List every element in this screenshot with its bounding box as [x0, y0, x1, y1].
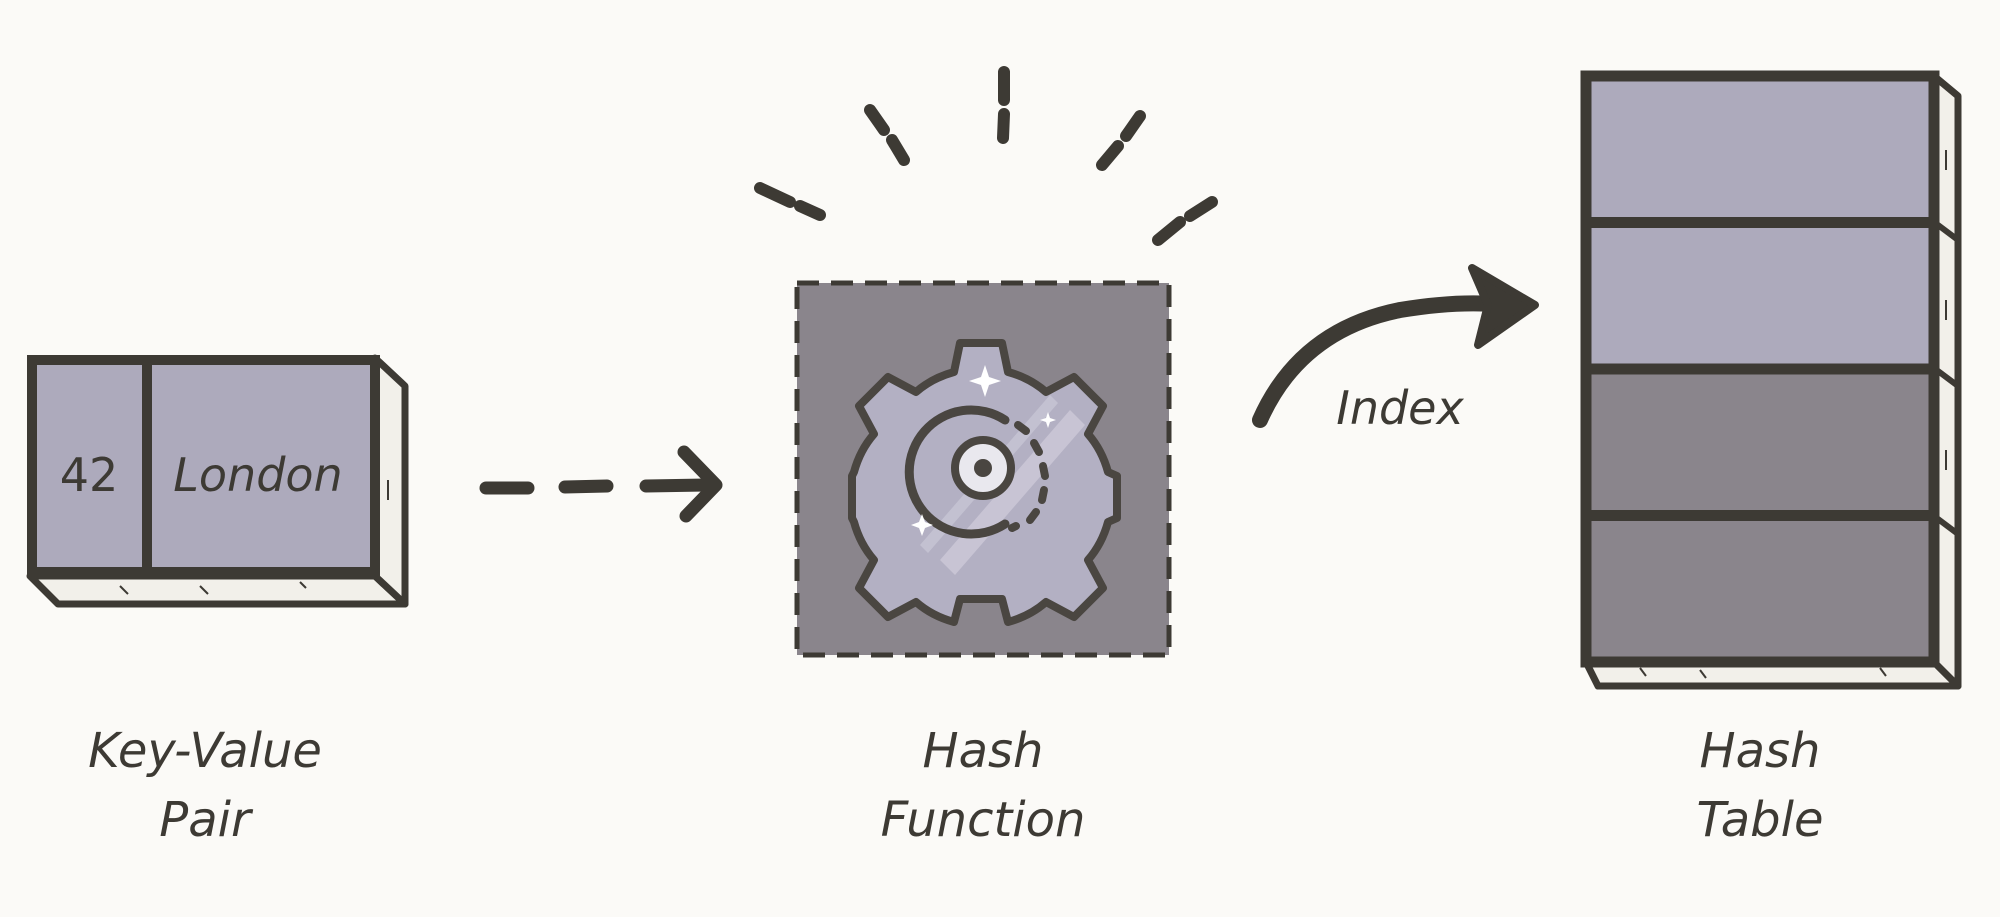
gear-icon-center-dot	[974, 459, 992, 477]
hash-table-slot-4	[1580, 510, 1940, 668]
index-arrow-head	[1468, 264, 1539, 349]
dashed-arrow-head	[677, 445, 723, 523]
sparkle-icon-bottom	[911, 514, 933, 536]
burst-rays	[754, 66, 1218, 246]
hash-table-slots	[1580, 70, 1940, 668]
kv-block-hatch	[119, 480, 389, 595]
hash-table-hatch	[1639, 150, 1947, 679]
gear-icon-dotted-arc	[1008, 421, 1049, 532]
kv-caption-line1: Key-Value	[88, 723, 322, 779]
hash-table-block	[1580, 70, 1962, 690]
index-arrow-label: Index	[1336, 381, 1464, 435]
hash-function-caption-line2: Function	[881, 792, 1086, 848]
key-value-pair-block: 42 London	[26, 354, 409, 608]
index-arrow-shaft	[1252, 295, 1513, 428]
hash-function-block	[754, 66, 1218, 658]
index-arrow	[1252, 264, 1539, 428]
sparkle-icon-small	[1040, 412, 1056, 428]
sparkle-icon	[969, 365, 1001, 397]
hash-table-slot-2	[1580, 217, 1940, 375]
kv-caption-line2: Pair	[159, 792, 254, 848]
gear-icon-inner-arc	[904, 405, 1010, 539]
kv-block-bottom-face	[26, 572, 409, 608]
kv-key-text: 42	[60, 448, 119, 502]
dashed-input-arrow	[479, 445, 723, 523]
hash-table-caption-line1: Hash	[1700, 723, 1821, 779]
hash-table-slot-1	[1580, 70, 1940, 228]
gear-icon	[848, 339, 1121, 626]
hash-table-caption-line2: Table	[1696, 792, 1823, 848]
hash-table-slot-3	[1580, 363, 1940, 521]
hash-function-caption-line1: Hash	[923, 723, 1044, 779]
kv-value-text: London	[173, 448, 342, 502]
kv-value-cell	[142, 355, 380, 577]
